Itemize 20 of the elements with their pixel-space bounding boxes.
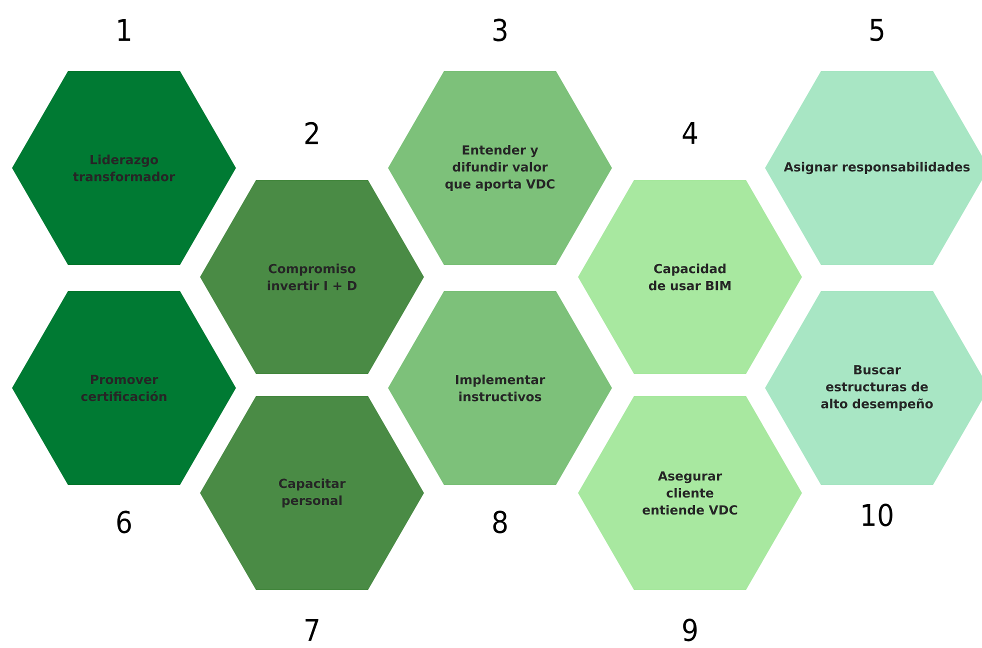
hexagon: Entender y difundir valor que aporta VDC	[388, 71, 612, 265]
step-number: 5	[870, 18, 884, 42]
step-number: 9	[683, 618, 697, 642]
step-number: 3	[493, 18, 506, 42]
hexagon: Buscar estructuras de alto desempeño	[765, 291, 982, 485]
hexagon: Liderazgo transformador	[12, 71, 236, 265]
hexagon: Asignar responsabilidades	[765, 71, 982, 265]
hexagon: Capacidad de usar BIM	[578, 180, 802, 374]
step-number: 4	[682, 122, 698, 144]
hexagon: Promover certificación	[12, 291, 236, 485]
hexagon: Asegurar cliente entiende VDC	[578, 396, 802, 590]
step-number: 6	[117, 510, 131, 534]
step-number: 2	[305, 122, 318, 144]
step-number: 1	[118, 19, 130, 41]
step-number: 8	[493, 510, 507, 534]
step-number: 10	[862, 504, 892, 526]
hexagon: Compromiso invertir I + D	[200, 180, 424, 374]
step-number: 7	[306, 619, 318, 641]
hexagon: Capacitar personal	[200, 396, 424, 590]
hexagon: Implementar instructivos	[388, 291, 612, 485]
